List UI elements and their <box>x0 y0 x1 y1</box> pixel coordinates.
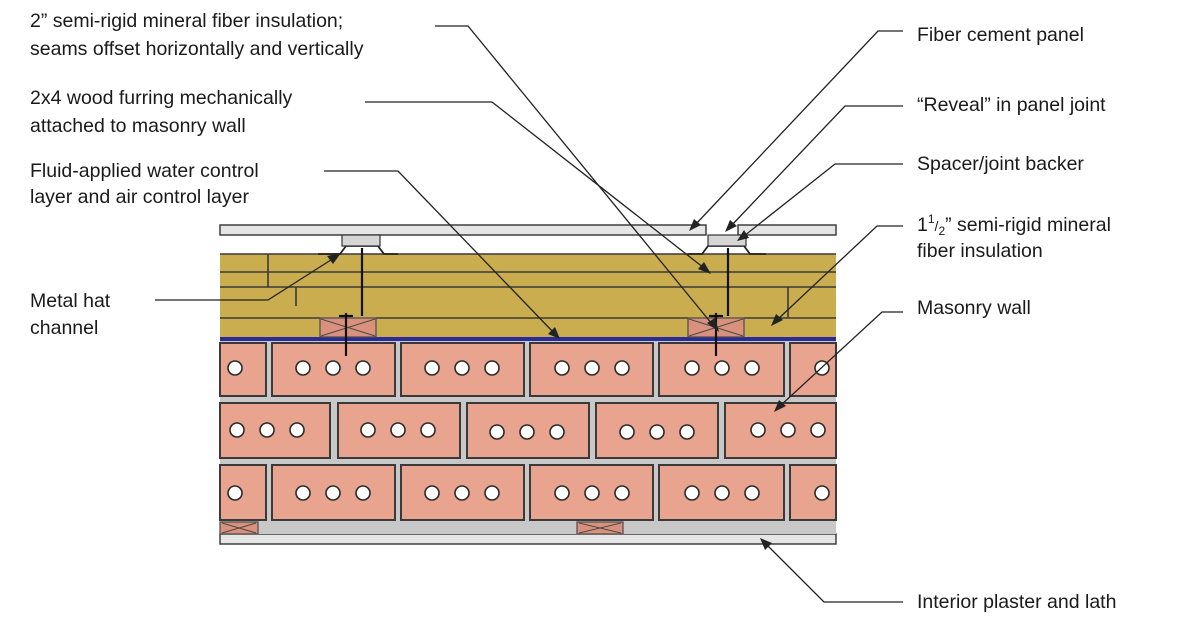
fiber-cement-panel-right <box>737 224 837 236</box>
leader-plaster <box>765 543 903 603</box>
label-reveal: “Reveal” in panel joint <box>917 94 1106 116</box>
label-fluid-line1: Fluid-applied water control <box>30 160 259 182</box>
label-fiber-cement: Fiber cement panel <box>917 24 1084 46</box>
brick-hole <box>420 422 436 438</box>
fasteners <box>339 248 730 356</box>
brick-hole <box>584 360 600 376</box>
label-plaster: Interior plaster and lath <box>917 591 1116 613</box>
brick-hole <box>714 360 730 376</box>
label-spacer: Spacer/joint backer <box>917 153 1084 175</box>
brick-hole <box>780 422 796 438</box>
brick-hole <box>549 424 565 440</box>
brick-hole <box>684 485 700 501</box>
brick-core-holes <box>227 360 830 501</box>
leader-insulation-2in <box>435 25 713 325</box>
leader-hat <box>155 257 335 301</box>
metal-hat-channels <box>318 245 766 255</box>
brick-hole <box>554 360 570 376</box>
brick-hole <box>295 485 311 501</box>
interior-plaster-layer <box>219 533 837 545</box>
brick-hole <box>684 360 700 376</box>
brick-hole <box>355 485 371 501</box>
brick-hole <box>584 485 600 501</box>
leader-spacer <box>743 163 903 237</box>
fiber-cement-panels <box>219 224 837 247</box>
brick-hole <box>714 485 730 501</box>
brick-hole <box>489 424 505 440</box>
brick <box>219 464 267 521</box>
brick-hole <box>679 424 695 440</box>
brick-hole <box>227 360 243 376</box>
leader-lines <box>155 25 903 603</box>
interior-furring <box>219 521 624 535</box>
label-fluid-line2: layer and air control layer <box>30 186 249 208</box>
label-hat-line2: channel <box>30 317 98 339</box>
brick-hole <box>649 424 665 440</box>
brick-hole <box>355 360 371 376</box>
brick-hole <box>360 422 376 438</box>
brick-hole <box>454 360 470 376</box>
brick-hole <box>259 422 275 438</box>
masonry-wall <box>219 342 837 521</box>
leader-fluid <box>324 170 555 334</box>
brick-hole <box>325 360 341 376</box>
brick-hole <box>289 422 305 438</box>
label-masonry: Masonry wall <box>917 297 1031 319</box>
brick-hole <box>614 485 630 501</box>
joint-backer-left <box>341 234 381 247</box>
leader-furring <box>365 101 705 269</box>
brick <box>219 342 267 397</box>
brick-hole <box>814 485 830 501</box>
leader-reveal <box>730 105 903 227</box>
fluid-applied-membrane <box>220 337 836 341</box>
leader-masonry <box>779 311 903 407</box>
brick-hole <box>484 485 500 501</box>
joint-backer-right <box>707 234 747 247</box>
brick-hole <box>390 422 406 438</box>
brick-hole <box>424 360 440 376</box>
brick-hole <box>227 485 243 501</box>
label-insulation-2in-line2: seams offset horizontally and vertically <box>30 38 364 60</box>
brick-hole <box>325 485 341 501</box>
leader-fiber-cement <box>694 30 903 226</box>
label-insulation-2in-line1: 2” semi-rigid mineral fiber insulation; <box>30 10 343 32</box>
brick-hole <box>295 360 311 376</box>
label-hat-line1: Metal hat <box>30 290 111 312</box>
brick-hole <box>229 422 245 438</box>
labels: 2” semi-rigid mineral fiber insulation; … <box>30 10 1116 613</box>
brick-hole <box>744 485 760 501</box>
label-insulation-15-line2: fiber insulation <box>917 240 1043 262</box>
brick-hole <box>810 422 826 438</box>
label-insulation-15-line1: 11/2” semi-rigid mineral <box>917 212 1111 238</box>
brick-hole <box>454 485 470 501</box>
leader-insulation-15 <box>776 225 903 321</box>
brick-hole <box>744 360 760 376</box>
brick-hole <box>614 360 630 376</box>
fiber-cement-panel-left <box>219 224 707 236</box>
brick-hole <box>484 360 500 376</box>
brick-hole <box>750 422 766 438</box>
brick-hole <box>554 485 570 501</box>
brick-hole <box>519 424 535 440</box>
brick-hole <box>424 485 440 501</box>
label-furring-line2: attached to masonry wall <box>30 115 246 137</box>
label-furring-line1: 2x4 wood furring mechanically <box>30 87 293 109</box>
brick-hole <box>619 424 635 440</box>
